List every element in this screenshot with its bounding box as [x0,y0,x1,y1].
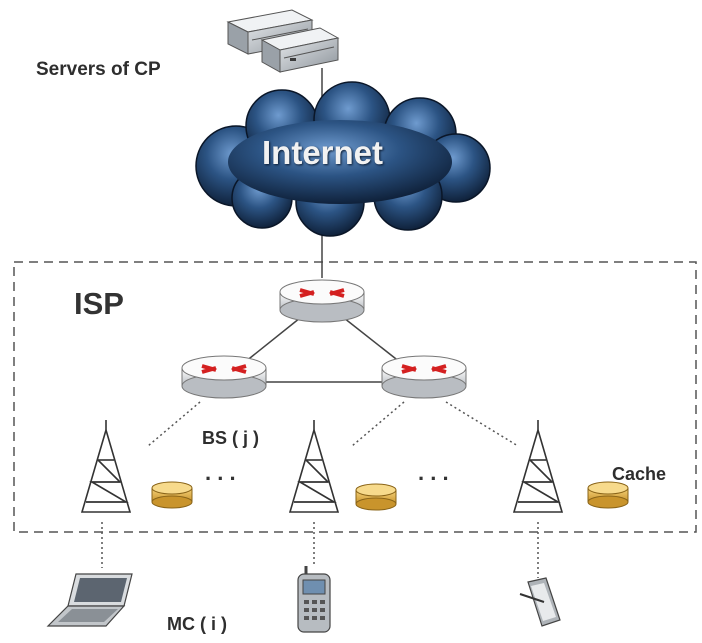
link-router-top-left [239,317,301,367]
router-icon [279,279,365,323]
links [239,68,406,383]
cell-tower-icon [80,420,132,513]
cache-disk-icon [355,483,397,511]
cell-tower-icon [288,420,340,513]
cell-tower-icon [512,420,564,513]
base-station-label: BS ( j ) [202,428,259,448]
ellipsis-right: . . . [418,460,449,485]
router-icon [381,355,467,399]
cache-disk-icon [151,481,193,509]
router-icon [181,355,267,399]
mobile-phone-icon [297,566,331,633]
wireless-links [101,401,539,578]
mobile-client-label: MC ( i ) [167,614,227,634]
cloud-icon [195,81,491,237]
isp-label: ISP [74,286,124,321]
servers-label: Servers of CP [36,59,161,80]
cache-disk-icon [587,481,629,509]
isp-boundary [13,261,697,533]
tablet-icon [519,577,561,627]
internet-label: Internet [262,134,384,171]
server-rack-icon [226,9,340,73]
ellipsis-left: . . . [205,460,236,485]
link-router-top-right [343,317,406,367]
laptop-icon [46,573,133,627]
cache-label: Cache [612,464,667,484]
